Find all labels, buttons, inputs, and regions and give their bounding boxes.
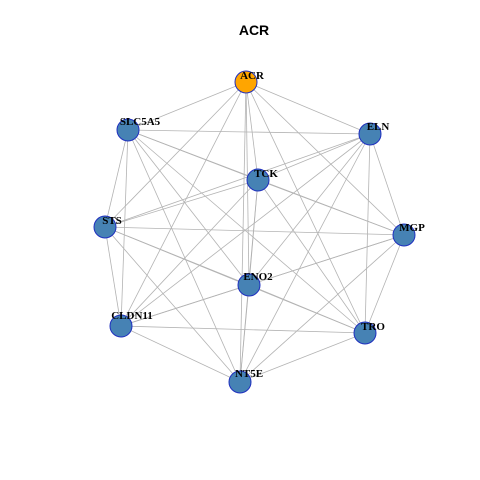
edge-eln-cldn11	[120, 133, 371, 327]
edge-acr-slc5a5	[127, 81, 247, 131]
node-eln	[358, 122, 382, 146]
edge-acr-tck	[245, 81, 259, 181]
edge-tro-nt5e	[239, 332, 366, 383]
node-label-mgp: MGP	[399, 222, 425, 234]
edge-cldn11-tro	[120, 325, 366, 334]
node-label-slc5a5: SLC5A5	[120, 116, 161, 128]
edge-tck-mgp	[257, 179, 405, 236]
node-label-eno2: ENO2	[243, 271, 273, 283]
edge-eno2-nt5e	[239, 284, 250, 383]
edge-eln-eno2	[248, 133, 371, 286]
node-label-cldn11: CLDN11	[111, 310, 153, 322]
edge-acr-sts	[104, 81, 247, 228]
edge-eln-tro	[364, 133, 371, 334]
edge-eno2-cldn11	[120, 284, 250, 327]
edge-slc5a5-eno2	[127, 129, 250, 286]
edge-sts-cldn11	[104, 226, 122, 327]
node-slc5a5	[116, 118, 140, 142]
edge-acr-eln	[245, 81, 371, 135]
node-label-eln: ELN	[367, 121, 390, 133]
edge-acr-mgp	[245, 81, 405, 236]
node-tck	[246, 168, 270, 192]
plot-title: ACR	[239, 22, 269, 38]
node-label-acr: ACR	[240, 70, 265, 82]
edge-cldn11-nt5e	[120, 325, 241, 383]
node-label-tro: TRO	[361, 321, 385, 333]
node-label-tck: TCK	[254, 168, 278, 180]
edge-slc5a5-tro	[127, 129, 366, 334]
edge-tck-tro	[257, 179, 366, 334]
edge-eln-sts	[104, 133, 371, 228]
edge-slc5a5-nt5e	[127, 129, 241, 383]
node-tro	[353, 321, 377, 345]
edge-mgp-nt5e	[239, 234, 405, 383]
edge-tck-cldn11	[120, 179, 259, 327]
edge-eno2-tro	[248, 284, 366, 334]
node-mgp	[392, 223, 416, 247]
edge-tck-sts	[104, 179, 259, 228]
edge-eln-nt5e	[239, 133, 371, 383]
edge-acr-tro	[245, 81, 366, 334]
edge-mgp-tro	[364, 234, 405, 334]
edge-slc5a5-eln	[127, 129, 371, 135]
edge-slc5a5-cldn11	[120, 129, 129, 327]
edge-slc5a5-sts	[104, 129, 129, 228]
edge-sts-nt5e	[104, 226, 241, 383]
node-nt5e	[228, 370, 252, 394]
node-acr	[234, 70, 258, 94]
edge-sts-mgp	[104, 226, 405, 236]
edge-acr-cldn11	[120, 81, 247, 327]
node-label-nt5e: NT5E	[235, 368, 263, 380]
node-sts	[93, 215, 117, 239]
node-eno2	[237, 273, 261, 297]
edge-eln-tck	[257, 133, 371, 181]
node-cldn11	[109, 314, 133, 338]
node-label-sts: STS	[102, 215, 122, 227]
edge-eln-mgp	[369, 133, 405, 236]
